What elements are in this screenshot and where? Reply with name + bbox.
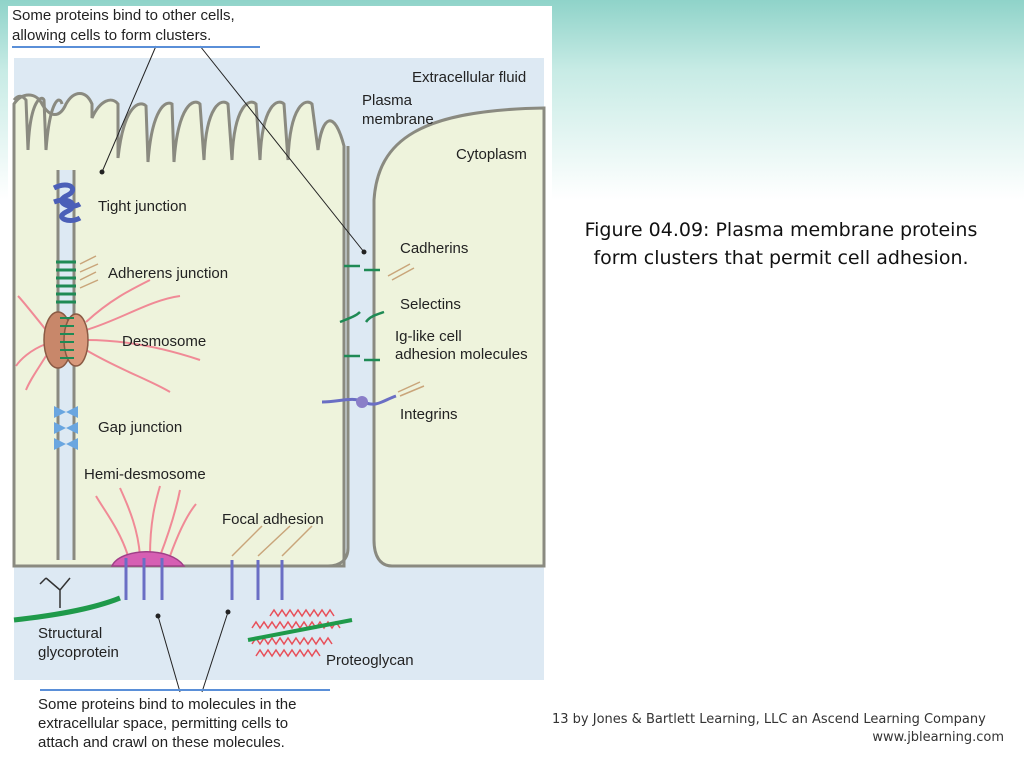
label-cytoplasm: Cytoplasm	[456, 146, 527, 163]
credit-line-1: 13 by Jones & Bartlett Learning, LLC an …	[552, 712, 986, 727]
label-desmosome: Desmosome	[122, 333, 206, 350]
label-ig-like-2: adhesion molecules	[395, 346, 528, 363]
intercellular-gap	[58, 170, 74, 560]
focal-adhesion-shape	[230, 525, 313, 600]
label-tight-junction: Tight junction	[98, 198, 187, 215]
label-integrins: Integrins	[400, 406, 458, 423]
adherens-junction-shape	[56, 260, 76, 304]
left-cell-microvilli	[12, 94, 64, 151]
label-plasma-membrane-2: membrane	[362, 111, 434, 128]
top-note-line-1: Some proteins bind to other cells,	[12, 7, 235, 24]
label-adherens-junction: Adherens junction	[108, 265, 228, 282]
structural-glycoprotein-shape	[13, 577, 121, 623]
ig-like-shape	[344, 354, 380, 362]
label-hemi-desmosome: Hemi-desmosome	[84, 466, 206, 483]
label-extracellular-fluid: Extracellular fluid	[412, 69, 526, 86]
bottom-note-line-1: Some proteins bind to molecules in the	[38, 696, 296, 713]
label-cadherins: Cadherins	[400, 240, 468, 257]
label-structural-glycoprotein-1: Structural	[38, 625, 102, 642]
tight-junction-shape	[52, 182, 82, 223]
right-cell	[372, 106, 546, 568]
desmosome-shape	[15, 279, 201, 393]
credit-line-2: www.jblearning.com	[872, 730, 1004, 745]
label-ig-like-1: Ig-like cell	[395, 328, 462, 345]
label-focal-adhesion: Focal adhesion	[222, 511, 324, 528]
left-cell	[12, 92, 346, 568]
gap-junction-shape	[54, 406, 78, 450]
selectins-shape	[339, 310, 385, 324]
label-selectins: Selectins	[400, 296, 461, 313]
label-plasma-membrane-1: Plasma	[362, 92, 413, 109]
pointer-lines	[101, 45, 365, 693]
label-gap-junction: Gap junction	[98, 419, 182, 436]
figure-caption: Figure 04.09: Plasma membrane proteins f…	[584, 219, 978, 269]
label-structural-glycoprotein-2: glycoprotein	[38, 644, 119, 661]
label-proteoglycan: Proteoglycan	[326, 652, 414, 669]
pointer-dots	[99, 169, 367, 619]
cadherins-shape	[344, 263, 415, 281]
hemi-desmosome-shape	[95, 485, 197, 600]
integrins-shape	[321, 381, 425, 408]
bottom-note-line-2: extracellular space, permitting cells to	[38, 715, 288, 732]
top-note-line-2: allowing cells to form clusters.	[12, 27, 211, 44]
proteoglycan-shape	[247, 608, 353, 658]
bottom-note-line-3: attach and crawl on these molecules.	[38, 734, 285, 751]
adherens-filaments	[79, 255, 99, 289]
left-cell-membrane-right	[80, 146, 350, 568]
